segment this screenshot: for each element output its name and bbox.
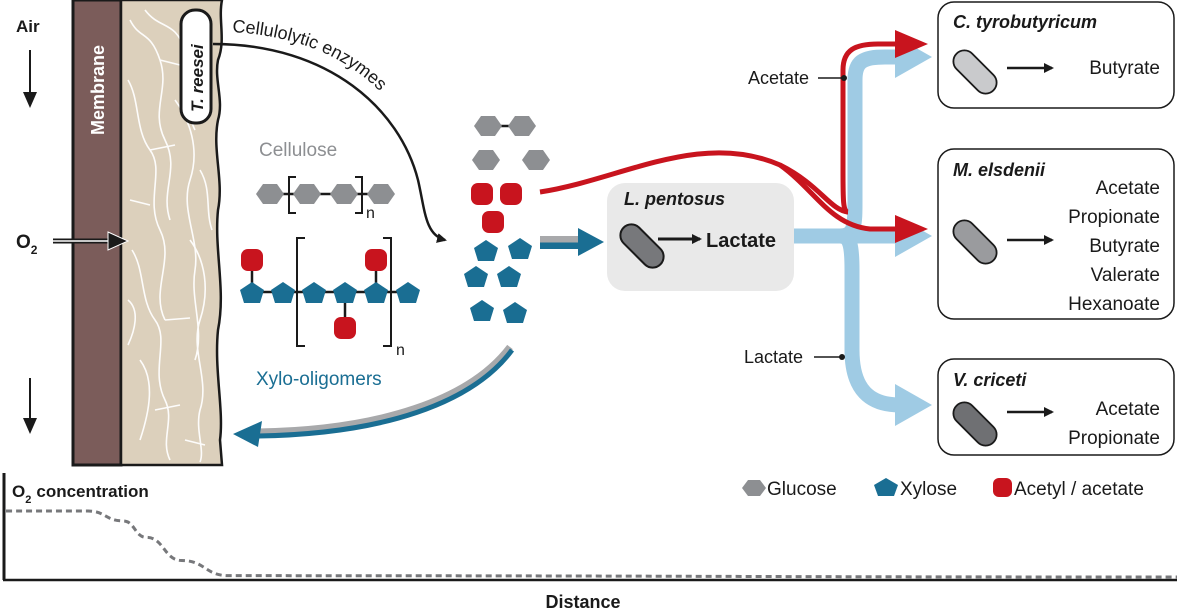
product-label: Butyrate bbox=[1089, 58, 1160, 79]
down-arrow-icon bbox=[23, 378, 37, 434]
product-label: Propionate bbox=[1068, 428, 1160, 449]
x-axis-label: Distance bbox=[545, 592, 620, 612]
organism-box-v-criceti: V. criceti Acetate Propionate bbox=[937, 358, 1175, 456]
hexagon-icon bbox=[742, 480, 766, 496]
t-reesei-label-box: T. reesei bbox=[179, 8, 213, 125]
glucose-unit bbox=[522, 150, 550, 170]
o2-label: O2 bbox=[16, 232, 38, 257]
xylose-unit bbox=[470, 300, 494, 321]
glucose-unit bbox=[367, 184, 395, 204]
xylose-unit bbox=[302, 282, 326, 303]
released-monomers bbox=[464, 116, 550, 323]
arrowhead-acetate-to-m-elsdenii bbox=[895, 215, 928, 243]
glucose-unit bbox=[508, 116, 536, 136]
membrane-label: Membrane bbox=[88, 45, 108, 135]
lactate-flow-label: Lactate bbox=[744, 347, 803, 367]
legend-label: Xylose bbox=[900, 479, 957, 500]
cellulose-chain bbox=[256, 176, 395, 214]
glucose-unit bbox=[330, 184, 358, 204]
legend: Glucose Xylose Acetyl / acetate bbox=[742, 478, 1144, 500]
xylose-uptake-arrow bbox=[540, 228, 604, 256]
acetyl-group bbox=[334, 317, 356, 339]
right-arrow-icon bbox=[53, 231, 130, 251]
acetyl-group bbox=[482, 211, 504, 233]
cellulose-repeat-n: n bbox=[366, 205, 375, 222]
air-label-group: Air bbox=[16, 17, 40, 434]
product-label: Acetate bbox=[1096, 399, 1160, 420]
legend-label: Glucose bbox=[767, 479, 837, 500]
xylose-unit bbox=[271, 282, 295, 303]
air-label: Air bbox=[16, 17, 40, 36]
arrowhead-acetate-to-c-tyrobutyricum bbox=[895, 30, 928, 58]
cellulolytic-enzymes-arrow bbox=[212, 42, 447, 243]
acetyl-group bbox=[500, 183, 522, 205]
rounded-square-icon bbox=[993, 478, 1012, 497]
l-pentosus-box: L. pentosus Lactate bbox=[607, 183, 794, 291]
recycle-arrow bbox=[233, 344, 515, 447]
xylose-unit bbox=[474, 240, 498, 261]
legend-item-glucose: Glucose bbox=[742, 479, 837, 500]
xylose-unit bbox=[503, 302, 527, 323]
product-label: Propionate bbox=[1068, 207, 1160, 228]
legend-label: Acetyl / acetate bbox=[1014, 479, 1144, 500]
organism-name: M. elsdenii bbox=[953, 160, 1046, 180]
xylo-repeat-n: n bbox=[396, 342, 405, 359]
xylose-unit bbox=[396, 282, 420, 303]
o2-input: O2 bbox=[16, 231, 130, 257]
organism-box-c-tyrobutyricum: C. tyrobutyricum Butyrate bbox=[937, 1, 1175, 109]
down-arrow-icon bbox=[23, 50, 37, 108]
acetate-flow-label: Acetate bbox=[748, 68, 809, 88]
product-label: Butyrate bbox=[1089, 236, 1160, 257]
product-label: Acetate bbox=[1096, 178, 1160, 199]
xylose-unit bbox=[497, 266, 521, 287]
organism-name: C. tyrobutyricum bbox=[953, 12, 1097, 32]
acetate-flows bbox=[539, 41, 905, 232]
l-pentosus-label: L. pentosus bbox=[624, 189, 725, 209]
acetyl-group bbox=[241, 249, 263, 271]
acetyl-group bbox=[365, 249, 387, 271]
t-reesei-label: T. reesei bbox=[188, 43, 207, 112]
organism-box-m-elsdenii: M. elsdenii Acetate Propionate Butyrate … bbox=[937, 148, 1175, 320]
product-label: Valerate bbox=[1091, 265, 1160, 286]
legend-item-xylose: Xylose bbox=[874, 478, 957, 500]
legend-item-acetyl: Acetyl / acetate bbox=[993, 478, 1144, 500]
xylo-oligomer-chain bbox=[240, 237, 420, 347]
o2-concentration-line bbox=[6, 509, 1177, 579]
glucose-unit bbox=[474, 116, 502, 136]
glucose-unit bbox=[472, 150, 500, 170]
arrowhead-to-v-criceti bbox=[895, 384, 932, 426]
xylose-unit bbox=[240, 282, 264, 303]
bacterium-cell-icon bbox=[952, 49, 998, 95]
glucose-unit bbox=[293, 184, 321, 204]
product-label: Hexanoate bbox=[1068, 294, 1160, 315]
xylo-oligomers-label: Xylo-oligomers bbox=[256, 369, 382, 390]
lactate-flow-callout: Lactate bbox=[744, 347, 845, 367]
xylose-unit bbox=[333, 282, 357, 303]
lactate-product-label: Lactate bbox=[706, 230, 776, 252]
cellulolytic-enzymes-label: Cellulolytic enzymes bbox=[232, 16, 391, 94]
acetyl-group bbox=[471, 183, 493, 205]
xylose-unit bbox=[464, 266, 488, 287]
lactate-flows bbox=[794, 49, 901, 413]
pentagon-icon bbox=[874, 478, 898, 496]
xylose-unit bbox=[364, 282, 388, 303]
organism-name: V. criceti bbox=[953, 370, 1027, 390]
glucose-unit bbox=[256, 184, 284, 204]
cellulose-label: Cellulose bbox=[259, 140, 337, 161]
xylose-unit bbox=[508, 238, 532, 259]
acetate-flow-callout: Acetate bbox=[748, 68, 847, 88]
